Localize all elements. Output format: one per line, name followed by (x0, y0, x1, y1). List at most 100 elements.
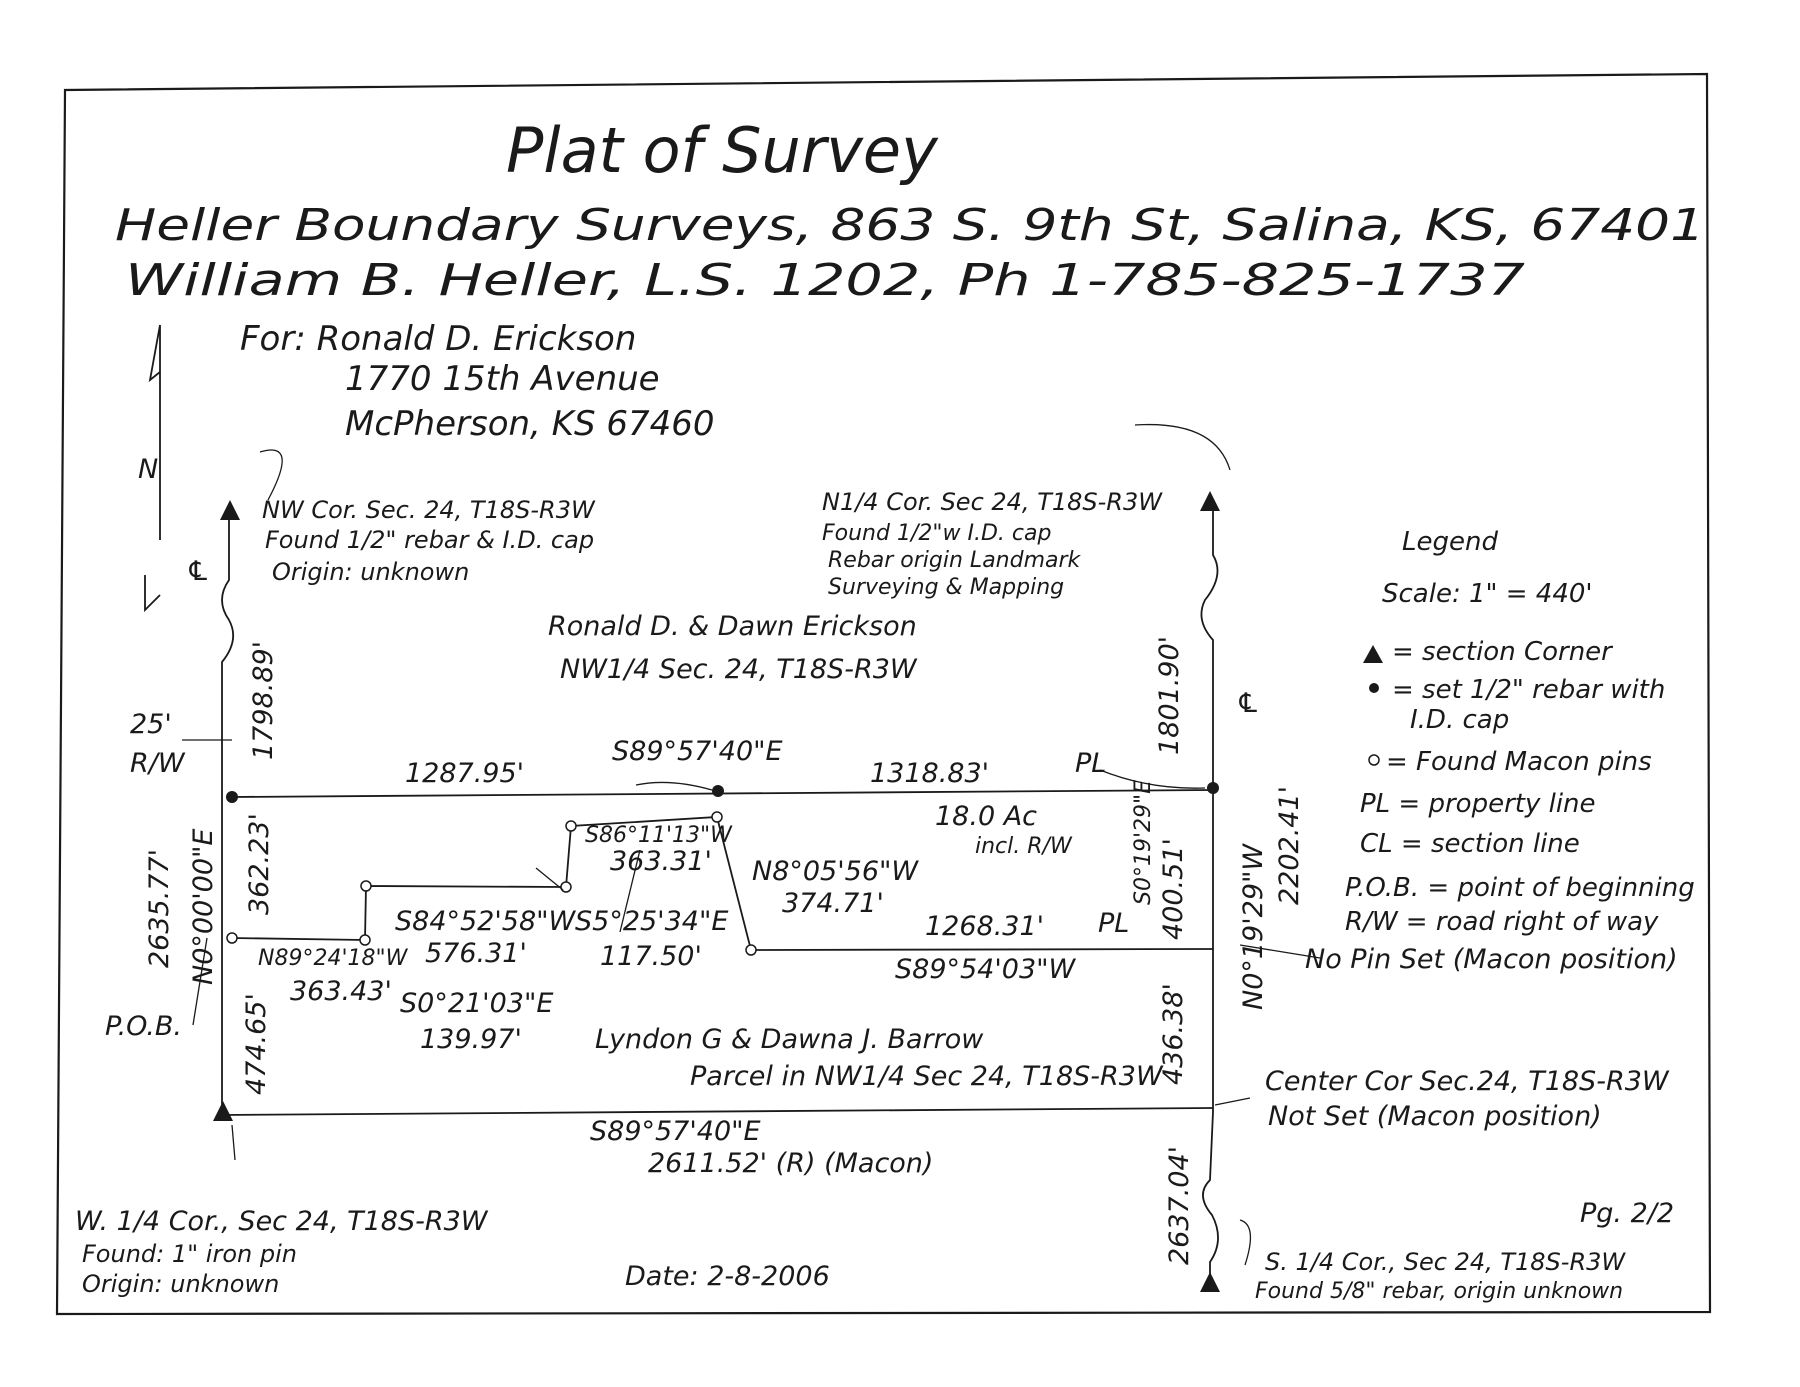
legend-rebar-icon (1369, 683, 1379, 693)
n-quarter-line2: Found 1/2"w I.D. cap (822, 521, 1051, 546)
north-left-dist: 1287.95' (405, 758, 524, 789)
rebar-icon-west (226, 791, 238, 803)
macon-pin-icon (226, 932, 238, 944)
east-cl-symbol: ℄ (1236, 688, 1260, 719)
north-parcel-desc: NW1/4 Sec. 24, T18S-R3W (560, 654, 918, 685)
north-arrow-label: N (138, 454, 158, 485)
east-mid-dist: 400.51' (1158, 838, 1189, 940)
macon-pin-icon (360, 880, 372, 892)
area-line1: 18.0 Ac (935, 801, 1037, 832)
s2-dist: 139.97' (420, 1024, 522, 1055)
w-quarter-line2: Found: 1" iron pin (82, 1240, 297, 1268)
s6-bearing: N8°05'56"W (752, 856, 919, 887)
north-arrow-icon: N (138, 324, 161, 613)
s-quarter-line2: Found 5/8" rebar, origin unknown (1255, 1279, 1623, 1304)
s7-pl: PL (1098, 908, 1129, 939)
legend-corner-icon (1363, 645, 1383, 663)
area-line2: incl. R/W (975, 834, 1073, 859)
survey-date: Date: 2-8-2006 (625, 1261, 830, 1292)
west-lower-dist: 474.65' (241, 993, 272, 1095)
w-quarter-line3: Origin: unknown (82, 1270, 279, 1298)
s5-bearing: S86°11'13"W (585, 823, 733, 848)
north-parcel-owner: Ronald D. & Dawn Erickson (548, 611, 917, 642)
n-quarter-line4: Surveying & Mapping (828, 575, 1064, 600)
s-quarter-line1: S. 1/4 Cor., Sec 24, T18S-R3W (1265, 1248, 1626, 1276)
east-upper-dist: 1801.90' (1154, 636, 1185, 755)
south-dist: 2611.52' (R) (Macon) (648, 1148, 933, 1179)
legend-item-pob: P.O.B. = point of beginning (1345, 873, 1695, 903)
rebar-icon-east (1207, 782, 1219, 794)
east-lower-dist: 436.38' (1158, 983, 1189, 1085)
s1-dist: 363.43' (290, 976, 392, 1007)
nw-corner-line3: Origin: unknown (272, 558, 469, 586)
n-quarter-line1: N1/4 Cor. Sec 24, T18S-R3W (822, 488, 1163, 516)
center-corner-line1: Center Cor Sec.24, T18S-R3W (1265, 1066, 1670, 1097)
s1-bearing: N89°24'18"W (258, 946, 409, 971)
client-name: For: Ronald D. Erickson (240, 319, 636, 359)
west-upper-dist: 1798.89' (248, 641, 279, 760)
nw-corner-icon (220, 500, 240, 520)
n-quarter-line3: Rebar origin Landmark (828, 548, 1082, 573)
s5-dist: 363.31' (610, 846, 712, 877)
macon-pin-icon (560, 881, 572, 893)
drawing-border (55, 72, 1712, 1316)
pob-label: P.O.B. (105, 1011, 182, 1042)
company-line: Heller Boundary Surveys, 863 S. 9th St, … (115, 200, 1705, 251)
macon-pin-icon (359, 934, 371, 946)
south-parcel-owner: Lyndon G & Dawna J. Barrow (595, 1024, 984, 1055)
legend-item-pins: = Found Macon pins (1386, 747, 1652, 777)
legend-pin-icon (1368, 754, 1380, 766)
s7-bearing: S89°54'03"W (895, 954, 1077, 985)
east-total-dist: 2202.41' (1274, 786, 1305, 905)
s3-bearing: S84°52'58"W (395, 906, 577, 937)
s2-bearing: S0°21'03"E (400, 988, 553, 1019)
w-quarter-line1: W. 1/4 Cor., Sec 24, T18S-R3W (75, 1206, 489, 1237)
legend-scale: Scale: 1" = 440' (1382, 579, 1593, 609)
plat-title: Plat of Survey (506, 114, 939, 187)
east-mid-bearing: S0°19'29"E (1131, 780, 1156, 905)
w-quarter-corner-icon (213, 1101, 233, 1121)
leader-arrows (182, 423, 1321, 1266)
macon-pins (226, 811, 757, 956)
surveyor-line: William B. Heller, L.S. 1202, Ph 1-785-8… (125, 255, 1525, 306)
legend-item-pl: PL = property line (1360, 789, 1596, 819)
south-leg-dist: 2637.04' (1164, 1146, 1195, 1265)
s6-dist: 374.71' (782, 888, 884, 919)
page-number: Pg. 2/2 (1580, 1198, 1674, 1229)
north-pl: PL (1075, 748, 1106, 779)
legend-item-rebar-cap: I.D. cap (1410, 705, 1509, 735)
s4-dist: 117.50' (600, 941, 702, 972)
legend-item-corner: = section Corner (1392, 637, 1614, 667)
legend-title: Legend (1402, 527, 1498, 557)
nw-corner-line2: Found 1/2" rebar & I.D. cap (265, 526, 594, 554)
rw-label: R/W (130, 748, 186, 779)
no-pin-set: No Pin Set (Macon position) (1305, 944, 1678, 975)
north-bearing: S89°57'40"E (612, 736, 783, 767)
s7-dist: 1268.31' (925, 911, 1044, 942)
rw-width: 25' (130, 709, 172, 740)
client-address: 1770 15th Avenue (345, 359, 660, 399)
n-quarter-corner-icon (1200, 491, 1220, 511)
center-corner-line2: Not Set (Macon position) (1268, 1101, 1602, 1132)
west-total-dist: 2635.77' (144, 849, 175, 968)
macon-pin-icon (711, 811, 723, 823)
west-cl-symbol: ℄ (186, 556, 210, 587)
rebar-icon-mid (712, 785, 724, 797)
legend: Legend Scale: 1" = 440' = section Corner… (1345, 527, 1695, 937)
west-bearing: N0°00'00"E (188, 829, 219, 986)
s4-bearing: S5°25'34"E (575, 906, 728, 937)
s3-dist: 576.31' (425, 938, 527, 969)
legend-item-cl: CL = section line (1360, 829, 1580, 859)
south-parcel-desc: Parcel in NW1/4 Sec 24, T18S-R3W (690, 1061, 1164, 1092)
legend-item-rw: R/W = road right of way (1345, 907, 1659, 937)
client-city: McPherson, KS 67460 (345, 404, 715, 444)
nw-corner-line1: NW Cor. Sec. 24, T18S-R3W (262, 496, 596, 524)
south-bearing: S89°57'40"E (590, 1116, 761, 1147)
east-bearing: N0°19'29"W (1238, 843, 1269, 1010)
s-quarter-corner-icon (1200, 1272, 1220, 1292)
west-mid-dist: 362.23' (244, 813, 275, 915)
macon-pin-icon (745, 944, 757, 956)
north-right-dist: 1318.83' (870, 758, 989, 789)
legend-item-rebar: = set 1/2" rebar with (1392, 675, 1665, 705)
